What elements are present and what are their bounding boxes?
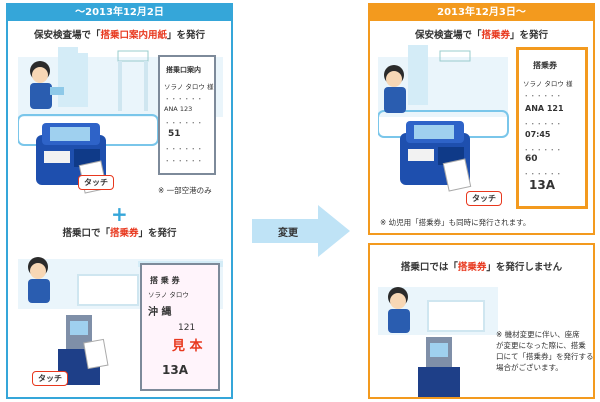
before-section1-title: 保安検査場で「搭乗口案内用紙」を発行: [33, 30, 206, 41]
gate-illustration: 搭 乗 券 ソラノ タロウ 沖 縄 121 見 本 13A タッチ: [18, 245, 228, 395]
after-gate-panel: 搭乗口では「搭乗券」を発行しません ※ 機材変更に伴い、座席 が変更になった際に…: [368, 243, 595, 399]
change-label: 変更: [278, 228, 298, 239]
touch-label-gate: タッチ: [32, 371, 68, 386]
touch-label: タッチ: [78, 175, 114, 190]
before-section2-title: 搭乗口で「搭乗券」を発行: [62, 228, 177, 239]
security-checkpoint-new-illustration: 搭乗券 ソラノ タロウ 様 ・・・・・・ ANA 121 ・・・・・・ 07:4…: [377, 45, 590, 213]
gate-new-illustration: [378, 275, 498, 397]
change-arrow: 変更: [252, 205, 350, 257]
after-panel: 2013年12月3日～ 保安検査場で「搭乗券」を発行: [368, 3, 595, 235]
before-panel: ～2013年12月2日 保安検査場で「搭乗口案内用紙」を発行: [6, 3, 233, 399]
touch-label-new: タッチ: [466, 191, 502, 206]
before-header: ～2013年12月2日: [8, 5, 231, 21]
gate-guide-slip: 搭乗口案内 ソラノ タロウ 様 ・・・・・・ ANA 123 ・・・・・・ 51…: [158, 55, 216, 175]
after-section1-title: 保安検査場で「搭乗券」を発行: [414, 30, 549, 41]
after-note: ※ 幼児用「搭乗券」も同時に発行されます。: [380, 218, 531, 227]
after-section2-title: 搭乗口では「搭乗券」を発行しません: [400, 262, 563, 273]
boarding-pass-new: 搭乗券 ソラノ タロウ 様 ・・・・・・ ANA 121 ・・・・・・ 07:4…: [516, 47, 588, 209]
security-checkpoint-illustration: 搭乗口案内 ソラノ タロウ 様 ・・・・・・ ANA 123 ・・・・・・ 51…: [17, 47, 223, 195]
boarding-pass-old: 搭 乗 券 ソラノ タロウ 沖 縄 121 見 本 13A: [140, 263, 220, 391]
after-header: 2013年12月3日～: [370, 5, 593, 21]
before-note: ※ 一部空港のみ: [158, 186, 212, 195]
after-gate-note: ※ 機材変更に伴い、座席 が変更になった際に、搭乗 口にて「搭乗券」を発行する …: [496, 330, 594, 372]
plus-sign: +: [111, 202, 128, 226]
